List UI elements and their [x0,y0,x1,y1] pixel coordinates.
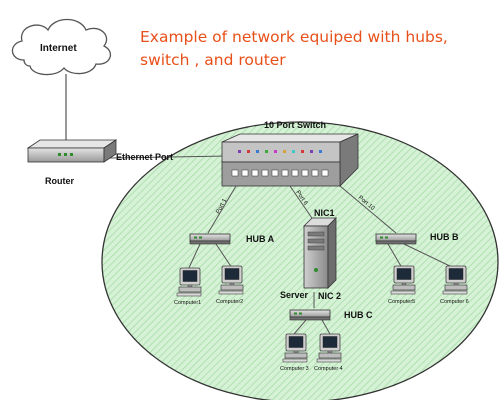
hub-a-icon [189,233,231,245]
computer3-label: Computer 3 [280,366,309,372]
switch-led [319,150,322,153]
nic2-label: NIC 2 [318,291,341,301]
hub-b-icon [375,233,417,245]
internet-label: Internet [40,43,77,54]
computer2-icon [218,265,244,295]
switch-led [238,150,241,153]
computer5-label: Computer5 [388,299,415,305]
switch-port [321,169,329,177]
switch-led [301,150,304,153]
hub-c-icon [289,309,331,321]
hub-b-label: HUB B [430,232,459,242]
switch-port [231,169,239,177]
lan-area [101,121,499,400]
switch-led [292,150,295,153]
switch-led [247,150,250,153]
computer6-icon [442,265,468,295]
switch-led [265,150,268,153]
server-label: Server [280,290,309,300]
diagram-title-line1: Example of network equiped with hubs, [140,28,448,46]
switch-led [256,150,259,153]
computer5-icon [390,265,416,295]
internet-cloud-icon [11,18,112,76]
computer3-icon [282,333,308,363]
switch-port [271,169,279,177]
switch-label: 10 Port Switch [264,120,326,130]
switch-led [274,150,277,153]
nic1-label: NIC1 [314,208,335,218]
router-icon [26,139,118,163]
switch-port [301,169,309,177]
switch-led [283,150,286,153]
switch-port [291,169,299,177]
computer4-label: Computer 4 [314,366,343,372]
switch-port [281,169,289,177]
computer1-icon [176,267,202,297]
computer1-label: Computer1 [174,300,201,306]
hub-a-label: HUB A [246,234,275,244]
switch-port [241,169,249,177]
computer4-icon [316,333,342,363]
switch-port [261,169,269,177]
computer6-label: Computer 6 [440,299,469,305]
router-label: Router [45,176,74,186]
switch-port [311,169,319,177]
switch-led [310,150,313,153]
switch-icon [221,133,359,187]
computer2-label: Computer2 [216,299,243,305]
diagram-title-line2: switch , and router [140,51,286,69]
server-icon [303,217,337,289]
switch-port [251,169,259,177]
network-cables [109,155,455,335]
ethernet-port-label: Ethernet Port [116,152,173,162]
hub-c-label: HUB C [344,310,373,320]
